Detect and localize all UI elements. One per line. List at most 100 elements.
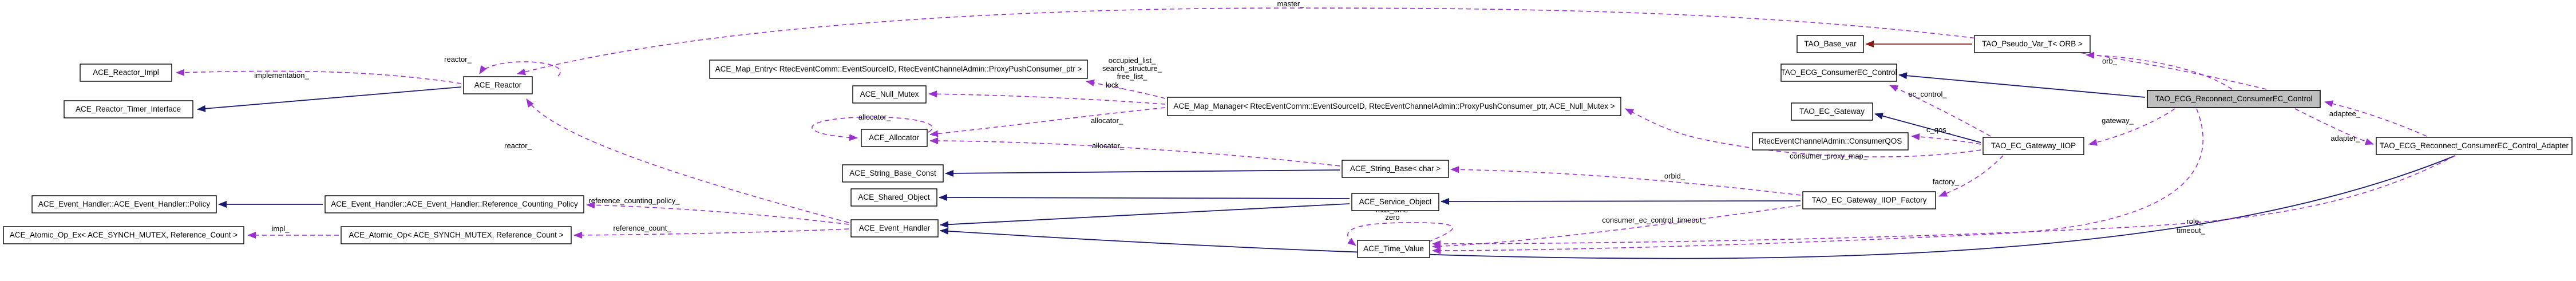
node-ace-event-handler-reference-counting-policy[interactable]: ACE_Event_Handler::ACE_Event_Handler::Re… — [325, 195, 584, 213]
edge-label-master: master_ — [1277, 0, 1305, 8]
edge-timeout — [1432, 108, 2203, 254]
edge-label-orbid: orbid_ — [1664, 172, 1685, 180]
node-label: ACE_String_Base_Const — [849, 169, 936, 177]
node-ace-null-mutex[interactable]: ACE_Null_Mutex — [852, 85, 927, 104]
edge-timevalue-selfloop — [1347, 222, 1453, 246]
edge-label-allocator-self: allocator_ — [858, 113, 891, 121]
node-label: ACE_Map_Entry< RtecEventComm::EventSourc… — [715, 65, 1082, 73]
node-label: TAO_Base_var — [1804, 39, 1857, 48]
edge-label-adapter: adapter_ — [2330, 134, 2360, 143]
edge-label-reference-counting-policy: reference_counting_policy_ — [589, 196, 680, 205]
edge-label-reference-count: reference_count_ — [613, 224, 671, 232]
node-ace-atomic-op[interactable]: ACE_Atomic_Op< ACE_SYNCH_MUTEX, Referenc… — [341, 226, 572, 244]
node-ace-event-handler[interactable]: ACE_Event_Handler — [850, 219, 939, 238]
node-label: TAO_EC_Gateway_IIOP — [1991, 141, 2076, 150]
node-ace-string-base-const[interactable]: ACE_String_Base_Const — [842, 164, 944, 183]
node-ace-allocator[interactable]: ACE_Allocator — [861, 129, 928, 147]
edge-allocator-string — [929, 137, 1340, 167]
edge-orbid — [1450, 166, 1801, 196]
edge-label-allocator-string: allocator_ — [1092, 141, 1125, 150]
edge-ec-control — [1889, 85, 1991, 137]
node-label: RtecEventChannelAdmin::ConsumerQOS — [1759, 137, 1902, 145]
node-tao-ecg-reconnect-consumerec-control-adapter[interactable]: TAO_ECG_Reconnect_ConsumerEC_Control_Ada… — [2376, 137, 2573, 155]
edge-gatewayiiop-to-ecgateway — [1874, 112, 1981, 143]
edge-label-adaptee: adaptee_ — [2329, 109, 2361, 118]
node-ace-reactor-timer-interface[interactable]: ACE_Reactor_Timer_Interface — [64, 100, 193, 118]
node-tao-ecg-reconnect-consumerec-control: TAO_ECG_Reconnect_ConsumerEC_Control — [2147, 90, 2321, 108]
node-label: TAO_Pseudo_Var_T< ORB > — [1982, 39, 2083, 48]
node-label: ACE_Event_Handler::ACE_Event_Handler::Po… — [38, 200, 210, 208]
edge-adapter-to-eventhandler — [940, 155, 2456, 259]
edge-label-reactor-self: reactor_ — [444, 55, 472, 64]
node-label: ACE_Event_Handler::ACE_Event_Handler::Re… — [331, 200, 578, 208]
edge-reactor-member — [526, 98, 849, 223]
edge-consumer-proxy-map — [1625, 108, 1981, 157]
edge-label-occupied-list: occupied_list_ — [1109, 56, 1156, 65]
edge-serviceobject-to-sharedobject — [939, 194, 1350, 201]
node-label: ACE_Atomic_Op_Ex< ACE_SYNCH_MUTEX, Refer… — [10, 231, 238, 239]
node-label: TAO_EC_Gateway_IIOP_Factory — [1812, 196, 1927, 204]
edge-label-implementation: implementation_ — [254, 71, 309, 80]
edge-consumer-ec-control-timeout — [1432, 205, 1801, 250]
edge-serviceobject-to-eventhandler — [940, 203, 1350, 228]
edge-label-impl: impl_ — [271, 224, 290, 233]
node-label: TAO_ECG_Reconnect_ConsumerEC_Control — [2155, 94, 2312, 103]
edge-allocator-manager — [929, 107, 1166, 137]
node-label: ACE_Atomic_Op< ACE_SYNCH_MUTEX, Referenc… — [349, 231, 563, 239]
node-ace-map-entry[interactable]: ACE_Map_Entry< RtecEventComm::EventSourc… — [709, 60, 1088, 79]
node-ace-string-base-char[interactable]: ACE_String_Base< char > — [1342, 160, 1449, 178]
node-ace-reactor-impl[interactable]: ACE_Reactor_Impl — [80, 64, 172, 82]
edge-label-ec-control: ec_control_ — [1908, 90, 1947, 98]
edge-label-reactor-member: reactor_ — [504, 141, 532, 150]
node-ace-time-value[interactable]: ACE_Time_Value — [1357, 240, 1430, 258]
edge-adapter-member — [2294, 108, 2374, 145]
node-ace-atomic-op-ex[interactable]: ACE_Atomic_Op_Ex< ACE_SYNCH_MUTEX, Refer… — [3, 226, 244, 244]
node-ace-service-object[interactable]: ACE_Service_Object — [1351, 193, 1439, 211]
node-tao-ec-gateway[interactable]: TAO_EC_Gateway — [1791, 102, 1873, 121]
edge-lock — [928, 90, 1166, 105]
node-tao-ec-gateway-iiop[interactable]: TAO_EC_Gateway_IIOP — [1983, 137, 2084, 155]
node-ace-map-manager[interactable]: ACE_Map_Manager< RtecEventComm::EventSou… — [1167, 97, 1621, 116]
node-label: ACE_Reactor_Impl — [93, 68, 159, 77]
node-ace-reactor[interactable]: ACE_Reactor — [463, 76, 533, 94]
node-tao-ecg-consumerec-control[interactable]: TAO_ECG_ConsumerEC_Control — [1780, 64, 1897, 82]
edge-mapmanager-to-mapentry — [1086, 80, 1166, 99]
node-label: TAO_ECG_ConsumerEC_Control — [1780, 68, 1897, 77]
node-ace-shared-object[interactable]: ACE_Shared_Object — [850, 188, 937, 207]
edge-label-consumer-ec-control-timeout: consumer_ec_control_timeout_ — [1602, 216, 1706, 224]
node-rteceventchanneladmin-consumerqos[interactable]: RtecEventChannelAdmin::ConsumerQOS — [1752, 132, 1909, 151]
node-label: TAO_ECG_Reconnect_ConsumerEC_Control_Ada… — [2380, 141, 2569, 150]
edge-role — [1432, 155, 2456, 247]
edge-ref-counting-policy — [586, 201, 849, 225]
node-tao-pseudo-var-t-orb[interactable]: TAO_Pseudo_Var_T< ORB > — [1974, 35, 2091, 53]
edge-label-timeout: timeout_ — [2177, 226, 2206, 235]
node-label: ACE_Allocator — [869, 133, 919, 142]
node-label: ACE_Service_Object — [1359, 197, 1432, 206]
node-label: TAO_EC_Gateway — [1799, 107, 1865, 116]
edge-label-factory: factory_ — [1933, 177, 1960, 186]
edge-label-allocator-manager: allocator_ — [1091, 116, 1123, 125]
edge-label-zero: zero — [1385, 213, 1399, 221]
node-label: ACE_Event_Handler — [859, 224, 931, 232]
edge-orb — [2086, 52, 2233, 90]
node-label: ACE_String_Base< char > — [1350, 164, 1441, 173]
node-tao-ec-gateway-iiop-factory[interactable]: TAO_EC_Gateway_IIOP_Factory — [1802, 191, 1936, 209]
edge-factory — [1938, 155, 2004, 197]
node-ace-event-handler-policy[interactable]: ACE_Event_Handler::ACE_Event_Handler::Po… — [31, 195, 217, 213]
node-label: ACE_Reactor — [474, 81, 522, 89]
node-tao-base-var[interactable]: TAO_Base_var — [1797, 35, 1864, 53]
edge-label-gateway: gateway_ — [2102, 116, 2134, 125]
node-label: ACE_Time_Value — [1363, 244, 1424, 253]
edge-reactor-selfloop — [479, 61, 561, 77]
edge-reference-count — [573, 228, 849, 239]
edge-label-role: role_ — [2187, 217, 2204, 225]
edge-gateway — [2088, 108, 2175, 146]
edge-label-consumer-proxy-map: consumer_proxy_map_ — [1790, 152, 1868, 160]
edge-label-free-list: free_list_ — [1117, 72, 1148, 81]
edge-label-c-qos: c_qos_ — [1926, 125, 1951, 134]
edge-reactor-to-timer-interface — [197, 86, 462, 112]
node-label: ACE_Map_Manager< RtecEventComm::EventSou… — [1173, 102, 1615, 110]
edge-c-qos — [1911, 133, 1981, 145]
edge-master — [517, 7, 2267, 90]
